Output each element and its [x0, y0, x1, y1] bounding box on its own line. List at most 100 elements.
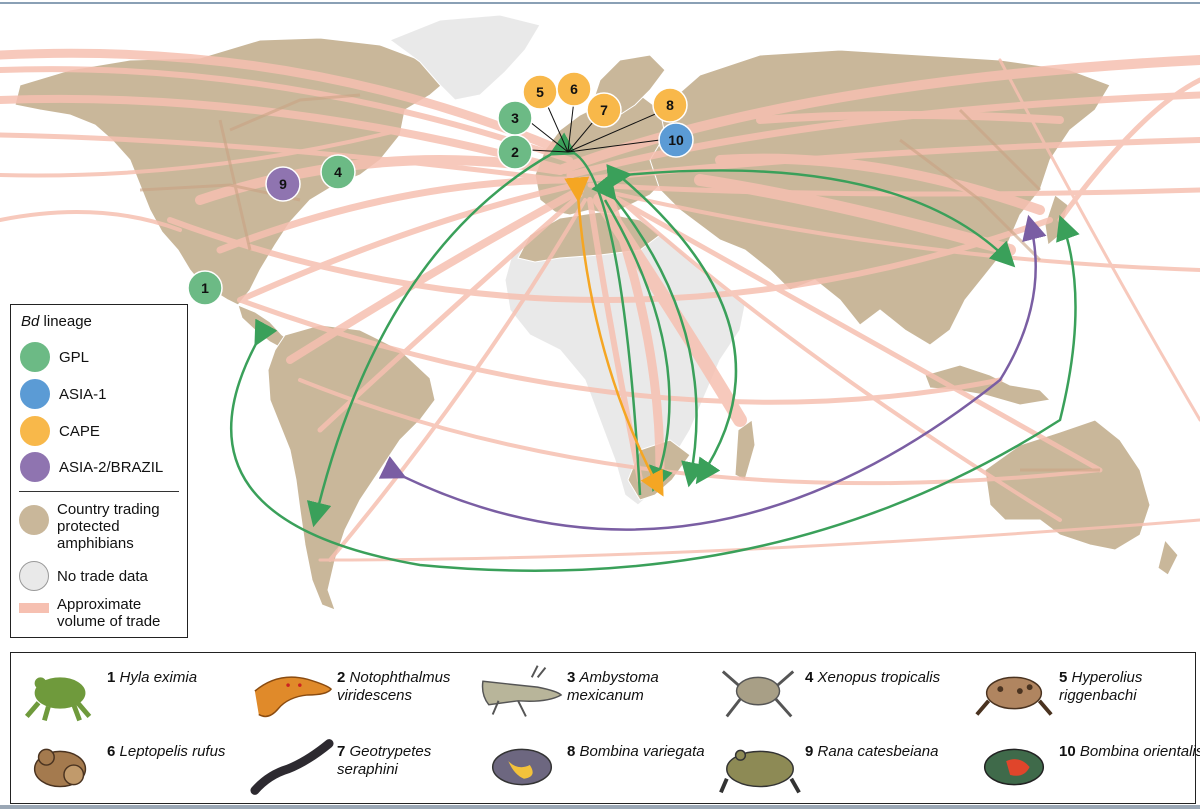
species-name: Leptopelis rufus	[119, 743, 226, 760]
species-item-10: 10 Bombina orientalis	[971, 735, 1200, 801]
species-name: Bombina variegata	[579, 743, 705, 760]
trade-volume-swatch-icon	[19, 603, 49, 613]
cape-routes	[564, 176, 664, 497]
species-item-2: 2 Notophthalmus viridescens	[249, 661, 485, 727]
bullfrog-icon	[719, 749, 801, 794]
species-name: Xenopus tropicalis	[817, 669, 941, 686]
species-number: 9	[805, 743, 814, 760]
legend-label-asia1: ASIA-1	[59, 385, 107, 403]
species-item-7: 7 Geotrypetes seraphini	[249, 735, 485, 801]
trading-swatch-icon	[19, 505, 49, 535]
species-caption: 10 Bombina orientalis	[1059, 743, 1200, 761]
species-item-1: 1 Hyla eximia	[19, 661, 255, 727]
map-marker-number: 5	[536, 84, 544, 100]
map-marker-7: 7	[586, 92, 622, 128]
map-marker-circle	[187, 270, 223, 306]
map-marker-2: 2	[497, 134, 533, 170]
legend-label-trading: Country trading protected amphibians	[57, 501, 160, 552]
map-marker-number: 3	[511, 110, 519, 126]
frame-bottom	[0, 805, 1200, 809]
map-marker-circle	[320, 154, 356, 190]
asia2-brazil-dot-icon	[19, 451, 51, 483]
legend-title-rest: lineage	[39, 313, 92, 330]
map-marker-number: 10	[668, 132, 684, 148]
species-name: Geotrypetes seraphini	[337, 743, 432, 778]
gpl-dot-icon	[19, 341, 51, 373]
brown-frog-icon	[33, 748, 87, 788]
species-caption: 8 Bombina variegata	[567, 743, 705, 761]
species-name: Notophthalmus viridescens	[337, 669, 451, 704]
volume-line-1: Approximate	[57, 596, 142, 613]
map-marker-number: 6	[570, 81, 578, 97]
species-item-6: 6 Leptopelis rufus	[19, 735, 255, 801]
caecilian-icon	[250, 739, 334, 795]
legend-item-asia2-brazil: ASIA-2/BRAZIL	[19, 451, 163, 483]
map-markers: 1 2 3 4 5 6 7 8 9 10	[187, 71, 694, 306]
legend-title: Bd lineage	[21, 313, 92, 330]
map-marker-circle	[497, 100, 533, 136]
yellow-bellied-toad-icon	[491, 748, 553, 786]
map-marker-number: 7	[600, 102, 608, 118]
legend-label-asia2-brazil: ASIA-2/BRAZIL	[59, 458, 164, 476]
species-panel: 1 Hyla eximia 2 Notophthalmus viridescens…	[10, 652, 1200, 804]
legend-item-gpl: GPL	[19, 341, 89, 373]
map-marker-number: 4	[334, 164, 342, 180]
map-marker-number: 1	[201, 280, 209, 296]
map-marker-4: 4	[320, 154, 356, 190]
gpl-route-world-loop	[229, 214, 1080, 572]
volume-line-2: volume of trade	[57, 613, 161, 630]
species-caption: 9 Rana catesbeiana	[805, 743, 938, 761]
map-marker-number: 8	[666, 97, 674, 113]
map-marker-circle	[658, 122, 694, 158]
species-name: Ambystoma mexicanum	[567, 669, 659, 704]
clawed-frog-icon	[721, 670, 795, 718]
species-caption: 1 Hyla eximia	[107, 669, 197, 687]
no-data-swatch-icon	[19, 561, 49, 591]
cape-route-europe-southafrica	[564, 176, 664, 497]
map-marker-circle	[586, 92, 622, 128]
legend-label-volume: Approximate volume of trade	[57, 596, 160, 630]
legend-label-cape: CAPE	[59, 422, 100, 440]
map-marker-number: 2	[511, 144, 519, 160]
species-name: Hyla eximia	[119, 669, 198, 686]
map-marker-3: 3	[497, 100, 533, 136]
map-marker-circle	[652, 87, 688, 123]
species-item-8: 8 Bombina variegata	[479, 735, 715, 801]
map-marker-number: 9	[279, 176, 287, 192]
species-name: Hyperolius riggenbachi	[1059, 669, 1143, 704]
map-marker-circle	[265, 166, 301, 202]
legend-label-gpl: GPL	[59, 348, 90, 366]
cape-dot-icon	[19, 415, 51, 447]
species-item-3: 3 Ambystoma mexicanum	[479, 661, 715, 727]
legend-item-trading	[19, 505, 49, 535]
species-number: 8	[567, 743, 576, 760]
legend-label-no-data: No trade data	[57, 567, 148, 585]
new-zealand	[1157, 538, 1179, 576]
species-item-9: 9 Rana catesbeiana	[717, 735, 953, 801]
trading-line-3: amphibians	[57, 535, 134, 552]
species-number: 6	[107, 743, 116, 760]
species-number: 7	[337, 743, 346, 760]
species-number: 1	[107, 669, 116, 686]
map-marker-9: 9	[265, 166, 301, 202]
legend: Bd lineage GPL ASIA-1 CAPE ASIA-2/BRAZIL…	[10, 304, 188, 638]
green-treefrog-icon	[24, 677, 92, 722]
greenland	[388, 14, 541, 101]
map-marker-1: 1	[187, 270, 223, 306]
legend-item-no-data: No trade data	[19, 561, 148, 591]
reed-frog-icon	[975, 676, 1053, 716]
map-marker-5: 5	[522, 74, 558, 110]
species-caption: 3 Ambystoma mexicanum	[567, 669, 715, 705]
map-marker-8: 8	[652, 87, 688, 123]
map-marker-6: 6	[556, 71, 592, 107]
species-caption: 2 Notophthalmus viridescens	[337, 669, 485, 705]
trading-line-2: protected	[57, 518, 120, 535]
species-number: 2	[337, 669, 346, 686]
axolotl-icon	[481, 665, 563, 717]
species-caption: 7 Geotrypetes seraphini	[337, 743, 485, 779]
fire-bellied-toad-icon	[983, 748, 1045, 786]
species-item-5: 5 Hyperolius riggenbachi	[971, 661, 1200, 727]
species-caption: 4 Xenopus tropicalis	[805, 669, 940, 687]
legend-title-italic: Bd	[21, 313, 40, 330]
species-number: 10	[1059, 743, 1076, 760]
